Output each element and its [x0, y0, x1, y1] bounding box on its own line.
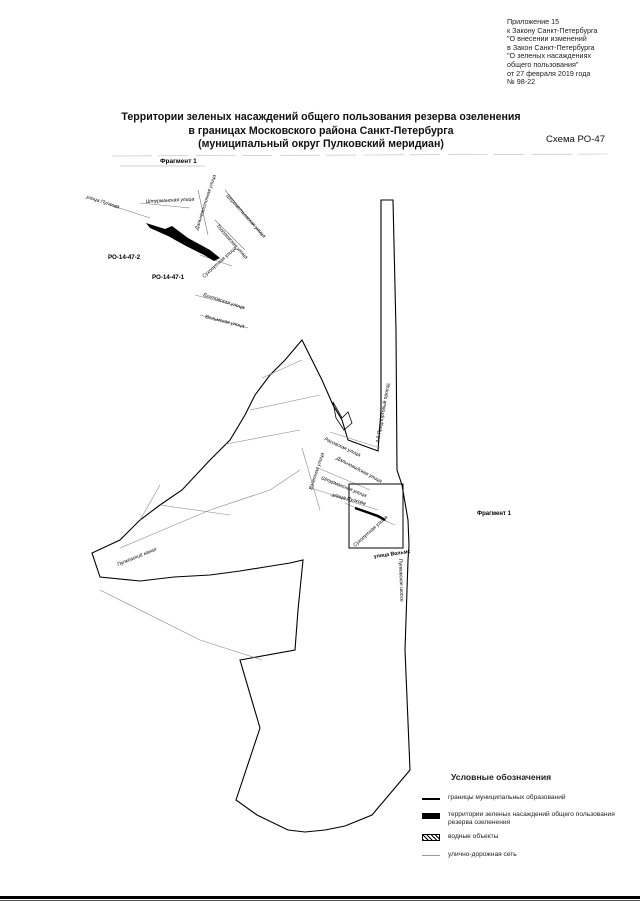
fragment-green-zone-tail [189, 241, 213, 257]
fragment-street-label: Бухтовская улица [202, 292, 245, 311]
street-label: Пулковский канал [116, 546, 158, 568]
street-label: Взлетная улица [308, 452, 326, 491]
zone-label: РО-14-47-1 [152, 274, 185, 281]
legend-label: границы муниципальных образований [448, 794, 566, 801]
legend-label: территории зеленых насаждений общего пол… [448, 811, 615, 826]
appendix-line: Приложение 15 [507, 17, 560, 26]
fragment-streets [109, 189, 263, 329]
appendix-line: "О зеленых насаждениях [507, 51, 592, 61]
fragment-street-label: Вольмская улица [205, 314, 246, 330]
title-line-3: (муниципальный округ Пулковский меридиан… [198, 138, 444, 151]
appendix-line: общего пользования" [507, 59, 579, 69]
title-line-1: Территории зеленых насаждений общего пол… [121, 111, 521, 123]
fragment-street-label: улица Пулкова [84, 194, 120, 211]
road-network [99, 359, 396, 661]
legend-label: улично-дорожная сеть [448, 851, 517, 858]
street-label: 4-й Предпортовый проезд [374, 383, 391, 444]
fragment-green-zone [146, 223, 220, 261]
street-label: Пулковское шоссе [397, 559, 404, 602]
appendix-line: от 27 февраля 2019 года [507, 68, 591, 78]
road-line-icon [422, 855, 440, 856]
appendix-line: № 98-22 [507, 77, 536, 87]
appendix-note: Приложение 15 к Закону Санкт-Петербурга … [507, 17, 633, 87]
page-title: Территории зеленых насаждений общего пол… [112, 111, 530, 152]
header-separator [111, 153, 611, 157]
appendix-line: "О внесении изменений [507, 34, 587, 44]
boundary-line-icon [422, 798, 440, 800]
footer-rule-thin [0, 900, 640, 901]
fragment-street-label: Дальневосточная улица [194, 174, 218, 232]
street-label: Дальновидская улица [334, 455, 383, 485]
fragment-frame [348, 483, 404, 549]
street-label: Расовская улица [323, 436, 361, 458]
green-zone-icon [422, 813, 440, 819]
fragment-street-label: Шереметьевская улица [225, 193, 267, 239]
legend-title: Условные обозначения [451, 772, 552, 782]
appendix-line: в Закон Санкт-Петербурга [507, 42, 595, 52]
title-line-2: в границах Московского района Санкт-Пете… [188, 124, 454, 137]
street-label: Сухопутная улица [352, 514, 389, 548]
district-boundary [91, 199, 411, 833]
schema-label: Схема РО-47 [546, 134, 606, 145]
water-feature [332, 401, 353, 431]
zone-label: РО-14-47-2 [108, 254, 141, 261]
water-hatch-icon [422, 834, 440, 841]
appendix-line: к Закону Санкт-Петербурга [507, 25, 598, 35]
street-label: улица Вольмс [373, 549, 410, 560]
main-green-zone [354, 506, 386, 522]
fragment-street-label: Штурманская улица [146, 196, 195, 205]
footer-rule [0, 896, 640, 899]
legend-label: водные объекты [448, 833, 499, 840]
fragment-label-side: Фрагмент 1 [477, 511, 512, 517]
fragment-label-top: Фрагмент 1 [160, 158, 197, 165]
